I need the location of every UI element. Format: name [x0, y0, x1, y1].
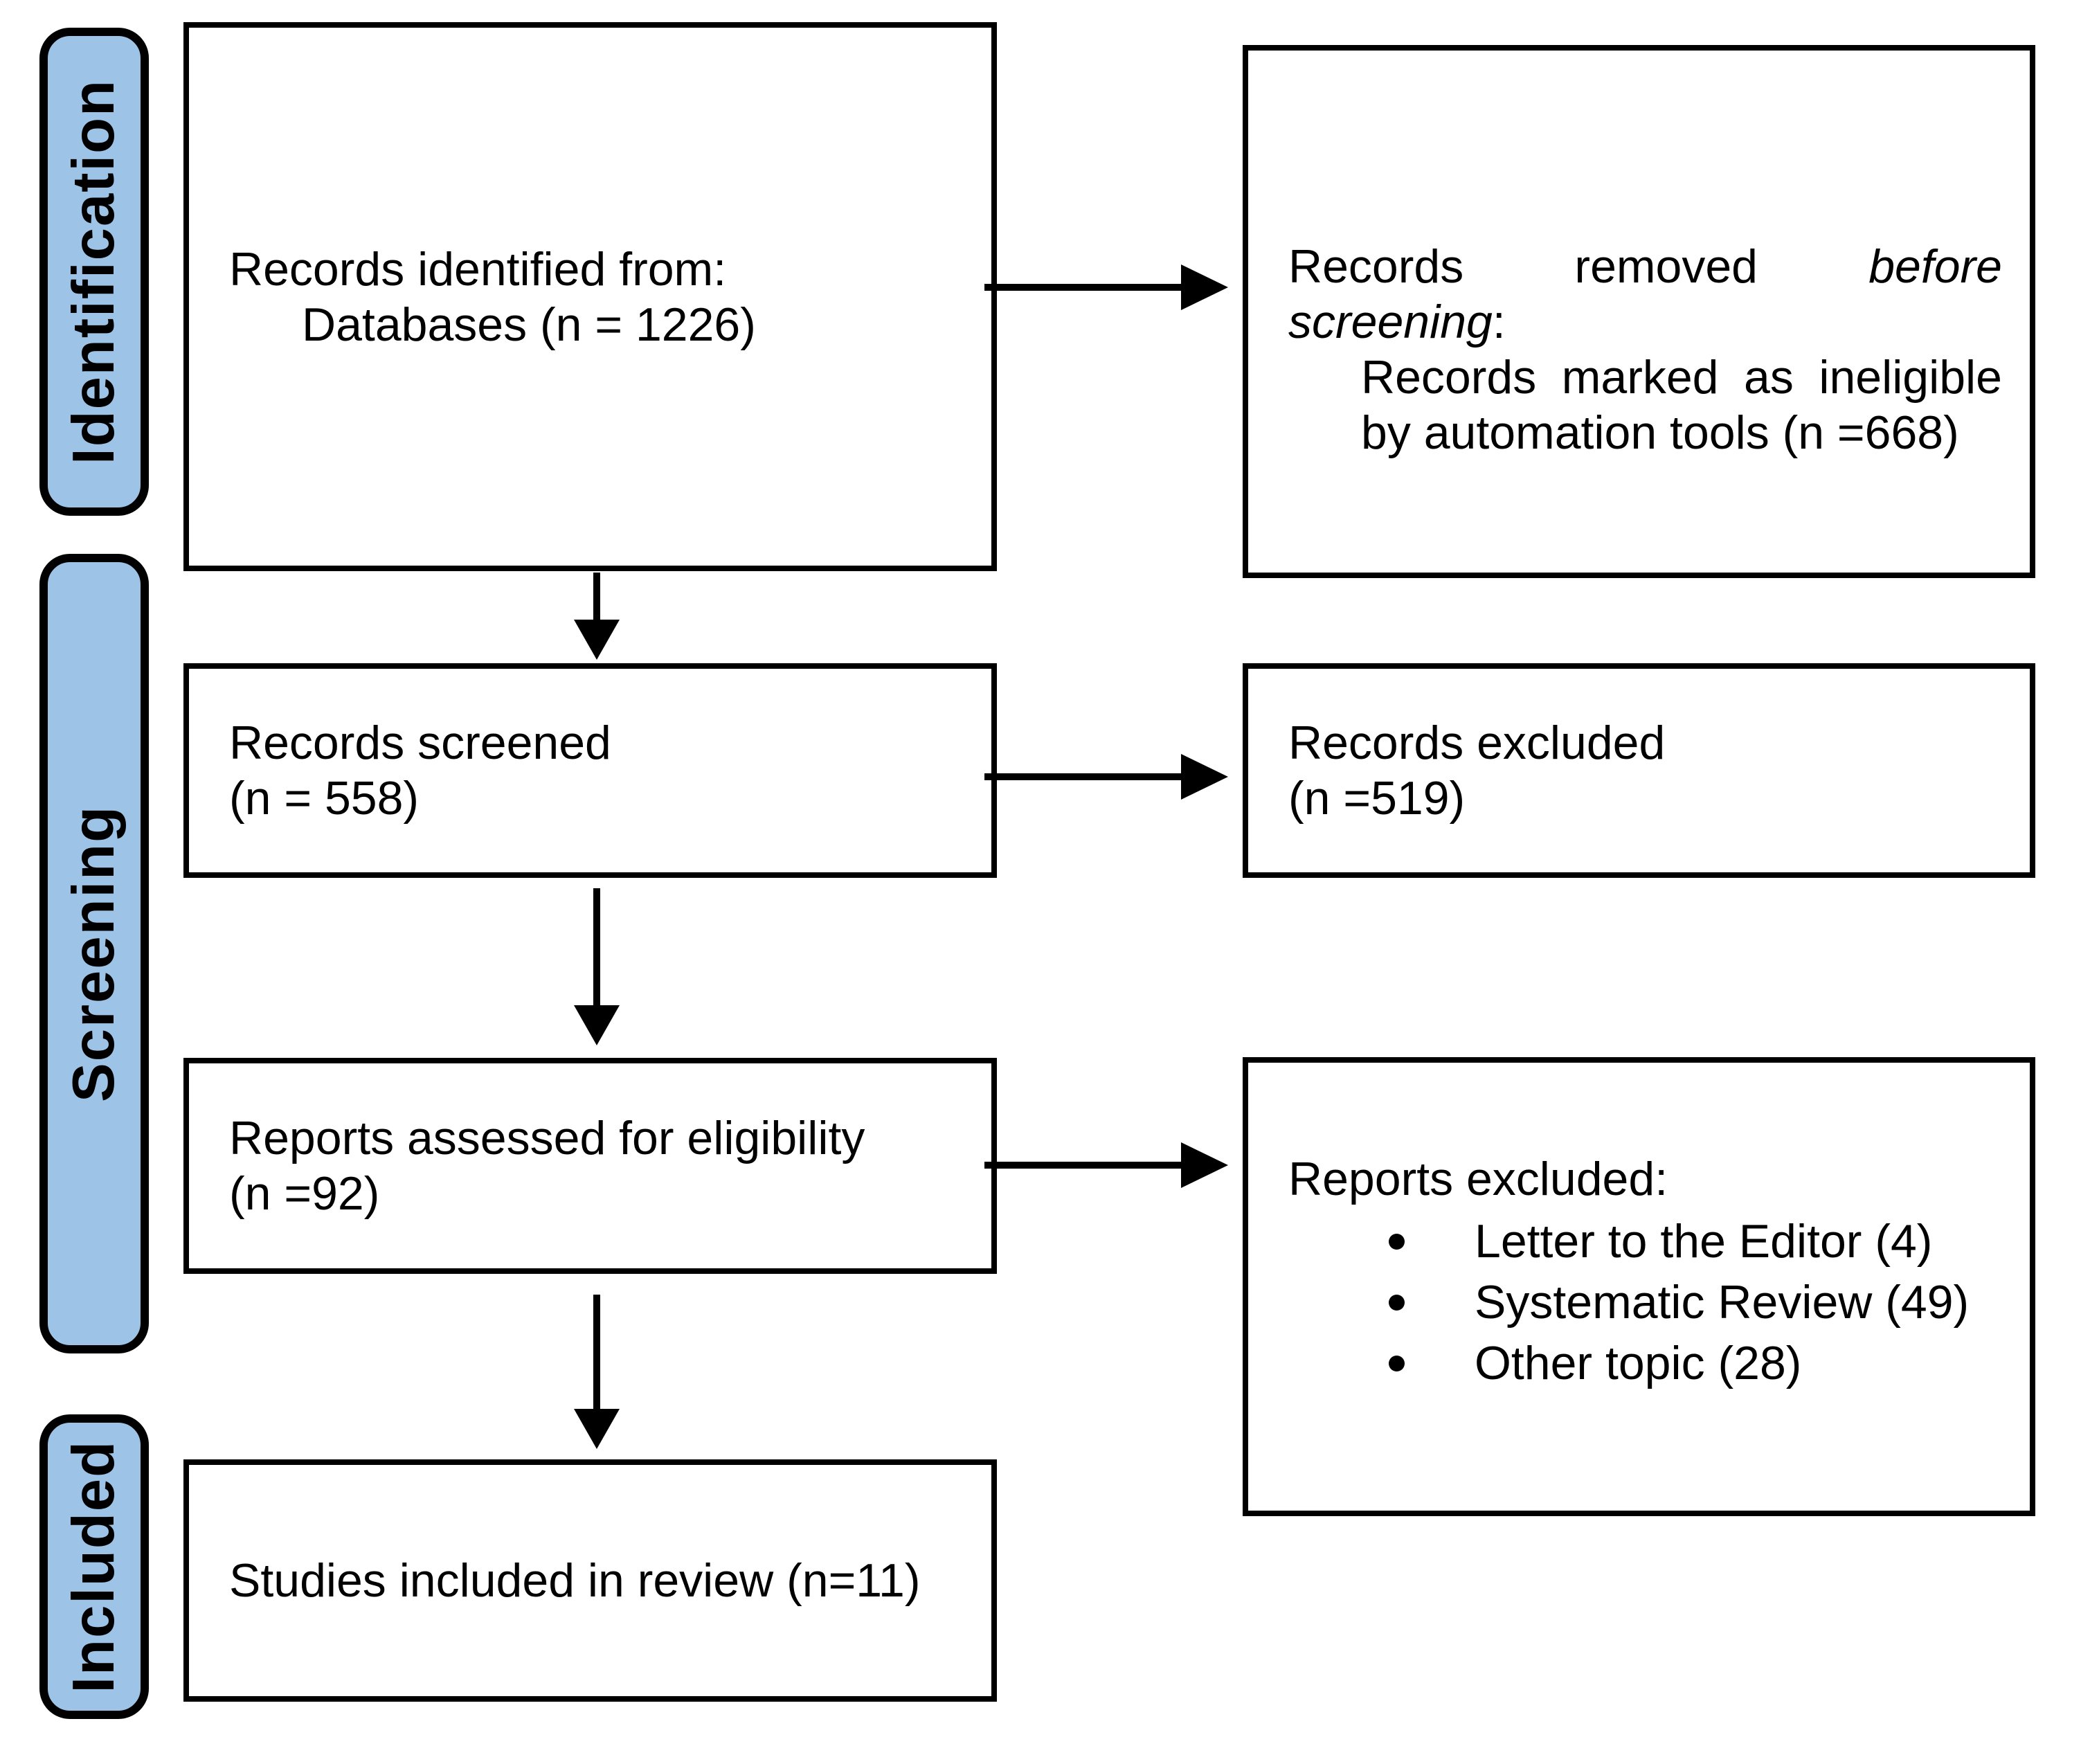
- records-excluded-line2: (n =519): [1288, 772, 1466, 825]
- reports-excluded-reason: Letter to the Editor (4): [1475, 1215, 1933, 1268]
- box-records-excluded: Records excluded (n =519): [1243, 663, 2035, 878]
- arrow-head-icon: [574, 1005, 620, 1045]
- records-removed-word: as: [1744, 351, 1794, 404]
- records-identified-line2: Databases (n = 1226): [302, 298, 756, 351]
- arrow-head-icon: [574, 1409, 620, 1449]
- box-records-removed: Records removed before screening: Record…: [1243, 45, 2035, 578]
- records-removed-reason: Records marked as ineligible by automati…: [1361, 350, 2002, 460]
- records-removed-text: Records removed before screening: Record…: [1288, 239, 2002, 460]
- reports-excluded-title: Reports excluded:: [1288, 1153, 1668, 1205]
- stage-tab-identification: Identification: [39, 28, 149, 516]
- box-records-screened: Records screened (n = 558): [183, 663, 997, 878]
- records-removed-line2: screening:: [1288, 294, 2002, 350]
- records-removed-word-italic: screening: [1288, 296, 1493, 348]
- arrow-shaft: [593, 888, 600, 1005]
- arrow-shaft: [593, 573, 600, 620]
- arrow-head-icon: [1181, 754, 1228, 800]
- records-removed-colon: :: [1492, 296, 1506, 348]
- arrow-head-icon: [1181, 264, 1228, 310]
- stage-tab-included: Included: [39, 1414, 149, 1719]
- box-reports-assessed: Reports assessed for eligibility (n =92): [183, 1058, 997, 1274]
- records-removed-word: ineligible: [1819, 351, 2002, 404]
- stage-label-identification: Identification: [61, 79, 127, 465]
- stage-tab-screening: Screening: [39, 554, 149, 1353]
- reports-assessed-line2: (n =92): [229, 1167, 380, 1220]
- bullet-dot-icon: [1389, 1294, 1405, 1311]
- records-removed-line4: by automation tools (n =668): [1361, 406, 1959, 459]
- arrow-shaft: [984, 773, 1181, 780]
- records-removed-word: Records: [1361, 351, 1537, 404]
- records-removed-word: marked: [1561, 351, 1719, 404]
- arrow-head-icon: [1181, 1142, 1228, 1188]
- records-removed-line3: Records marked as ineligible: [1361, 350, 2002, 405]
- box-records-identified: Records identified from: Databases (n = …: [183, 22, 997, 571]
- records-removed-word: Records: [1288, 240, 1464, 293]
- arrow-shaft: [984, 1162, 1181, 1169]
- stage-label-screening: Screening: [61, 805, 127, 1102]
- stage-label-included: Included: [61, 1440, 127, 1693]
- reports-assessed-line1: Reports assessed for eligibility: [229, 1112, 865, 1164]
- list-item: Other topic (28): [1288, 1333, 2002, 1394]
- box-reports-excluded: Reports excluded: Letter to the Editor (…: [1243, 1057, 2035, 1516]
- box-studies-included: Studies included in review (n=11): [183, 1459, 997, 1702]
- records-removed-word-italic: before: [1868, 240, 2002, 293]
- records-screened-line1: Records screened: [229, 717, 611, 769]
- records-screened-line2: (n = 558): [229, 772, 420, 825]
- records-excluded-line1: Records excluded: [1288, 717, 1666, 769]
- arrow-head-icon: [574, 620, 620, 660]
- studies-included-line1: Studies included in review (n=11): [229, 1554, 921, 1607]
- records-removed-word: removed: [1574, 240, 1758, 293]
- reports-excluded-reason: Systematic Review (49): [1475, 1276, 1970, 1329]
- records-identified-line1: Records identified from:: [229, 242, 727, 296]
- records-removed-line1: Records removed before: [1288, 239, 2002, 294]
- reports-excluded-list: Letter to the Editor (4) Systematic Revi…: [1288, 1211, 2002, 1394]
- reports-excluded-reason: Other topic (28): [1475, 1337, 1802, 1389]
- arrow-shaft: [593, 1295, 600, 1409]
- bullet-dot-icon: [1389, 1233, 1405, 1250]
- bullet-dot-icon: [1389, 1355, 1405, 1371]
- list-item: Letter to the Editor (4): [1288, 1211, 2002, 1272]
- arrow-shaft: [984, 284, 1181, 291]
- list-item: Systematic Review (49): [1288, 1272, 2002, 1333]
